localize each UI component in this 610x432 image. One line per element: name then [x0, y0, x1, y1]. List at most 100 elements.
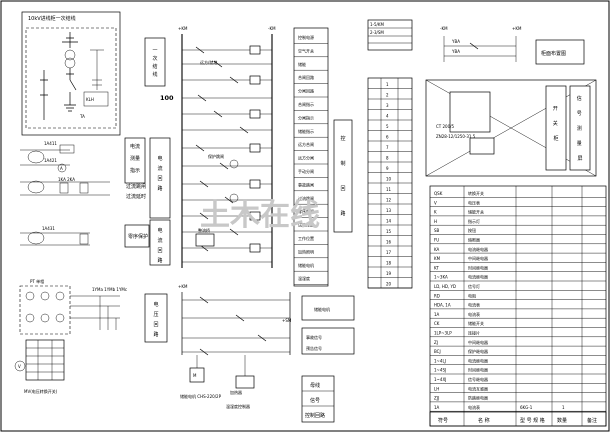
cabinet-ct: CT 200/5	[436, 124, 454, 129]
terminal-code: 18	[386, 261, 392, 266]
th-sym: 符号	[438, 417, 448, 424]
relay-ka2	[79, 182, 89, 194]
pt-branch	[90, 49, 104, 90]
table-cell-name: 指示灯	[468, 218, 480, 224]
table-cell-sym: V	[434, 200, 437, 205]
terminal-code: 6	[386, 135, 389, 140]
pt-coil-b	[40, 291, 50, 301]
note-remote: 远方/就地	[200, 59, 217, 65]
svg-text:+KM: +KM	[178, 284, 188, 289]
pt-coil-a	[25, 291, 35, 301]
table-cell-sym: HDA, 1A	[434, 303, 451, 308]
current-loop-box-2	[149, 219, 171, 266]
cabinet-front-box: CT 200/5 ZN28-12/1250-31.5 开 关 柜 信 号 测 量…	[425, 79, 597, 177]
svg-text:1A431: 1A431	[42, 226, 55, 231]
lamp-2	[229, 193, 239, 203]
relay-box	[83, 91, 109, 107]
terminal-code: 8	[386, 156, 389, 161]
multimeter-box	[25, 339, 65, 381]
table-cell-qty: 1	[562, 405, 565, 410]
table-cell-name: 电流互感器	[468, 385, 488, 391]
ammeter-a	[59, 144, 75, 154]
misc-fault: 事故信号	[306, 334, 322, 340]
table-cell-sym: 1~3KA	[434, 275, 448, 280]
terminal-code: 7	[386, 145, 389, 150]
current-loop-label-2: 电流回路	[157, 227, 162, 264]
table-cell-sym: FU	[434, 238, 439, 243]
table-cell-name: 连接片	[468, 330, 480, 336]
primary-wiring-diagram: 10kV进线柜一次结线 KLH TA	[21, 11, 121, 136]
bus-flash: +SM	[282, 318, 292, 323]
terminal-code: 5	[386, 124, 389, 129]
th-name: 名 称	[478, 417, 490, 424]
zero-seq-ct	[27, 231, 45, 245]
multimeter-grid	[26, 340, 64, 380]
ammeter-circle	[57, 163, 67, 173]
function-column-frame	[293, 27, 329, 287]
function-row-label: 合闸指示	[298, 101, 314, 107]
zero-sequence-circuit: 1A431	[20, 226, 90, 246]
motor-contacts	[199, 296, 267, 356]
table-columns	[463, 186, 583, 426]
cabinet-outline	[25, 27, 117, 129]
coil-3	[249, 109, 261, 119]
ct-symbol-1	[64, 49, 76, 61]
terminal-code: 2	[386, 93, 389, 98]
terminal-code: 10	[386, 177, 392, 182]
svg-text:1A411: 1A411	[44, 141, 57, 146]
function-row-label: 事故跳闸	[298, 181, 314, 187]
svg-text:100: 100	[160, 94, 174, 102]
table-cell-name: 信号灯	[468, 283, 480, 289]
coil-6	[249, 211, 261, 221]
table-cell-name: 防跳继电器	[468, 395, 488, 401]
bus-ctrl-neg: -KM	[268, 26, 276, 31]
svg-text:2-3/SM: 2-3/SM	[370, 30, 384, 35]
earthing-switch	[40, 70, 48, 120]
function-row-label: 空气开关	[298, 47, 314, 53]
table-cell-sym: 1LP~3LP	[434, 331, 452, 336]
table-cell-sym: BCJ	[434, 349, 441, 354]
primary-title: 10kV进线柜一次结线	[28, 15, 76, 22]
overcurrent-circuit: 1KA 2KA	[20, 177, 110, 196]
coil-5	[249, 179, 261, 189]
coil-1	[249, 45, 261, 55]
pt-coil-c	[55, 291, 65, 301]
svg-text:KLH: KLH	[86, 97, 94, 102]
terminal-code: 11	[386, 187, 392, 192]
cabinet-front-frame	[425, 79, 597, 177]
bottom-label-box	[301, 375, 335, 423]
terminal-header-box	[367, 19, 413, 51]
table-cell-name: 熔断器	[468, 237, 480, 243]
table-cell-sym: KM	[434, 256, 441, 261]
pt-coil-e	[40, 313, 50, 323]
pt-coil-f	[55, 313, 65, 323]
table-cell-name: 电流表	[468, 404, 480, 410]
table-cell-sym: 1~4LJ	[434, 358, 446, 363]
table-cell-name: 转换开关	[468, 190, 484, 196]
heater-box	[235, 375, 255, 389]
voltage-loop-label-box	[144, 293, 168, 343]
note-protect-out: 保护跳闸	[208, 153, 224, 159]
lamp-1	[229, 159, 239, 169]
zero-seq-wires	[20, 232, 90, 246]
primary-wiring-frame	[21, 11, 121, 136]
function-row-label: 温湿度	[298, 275, 310, 281]
table-cell-name: 时间继电器	[468, 367, 488, 373]
bottom-control: 控制回路	[305, 412, 325, 419]
table-cell-sym: QSK	[434, 191, 443, 196]
terminal-code: 4	[386, 114, 389, 119]
coil-4	[249, 143, 261, 153]
cabinet-title-box	[535, 39, 585, 65]
table-cell-name: 中间继电器	[468, 255, 488, 261]
group-current-loop: 电流回路	[157, 155, 162, 192]
bottom-bus: 母线	[310, 382, 320, 389]
function-row-label: 分闸指示	[298, 114, 314, 120]
terminal-code: 1	[386, 82, 389, 87]
function-row-label: 储能电机	[298, 262, 314, 268]
cable-head-symbol	[62, 32, 78, 48]
svg-text:YBA: YBA	[451, 39, 460, 44]
table-cell-sym: 1~4SJ	[434, 368, 446, 373]
table-cell-name: 电流表	[468, 302, 480, 308]
function-row-label: 储能指示	[298, 128, 314, 134]
